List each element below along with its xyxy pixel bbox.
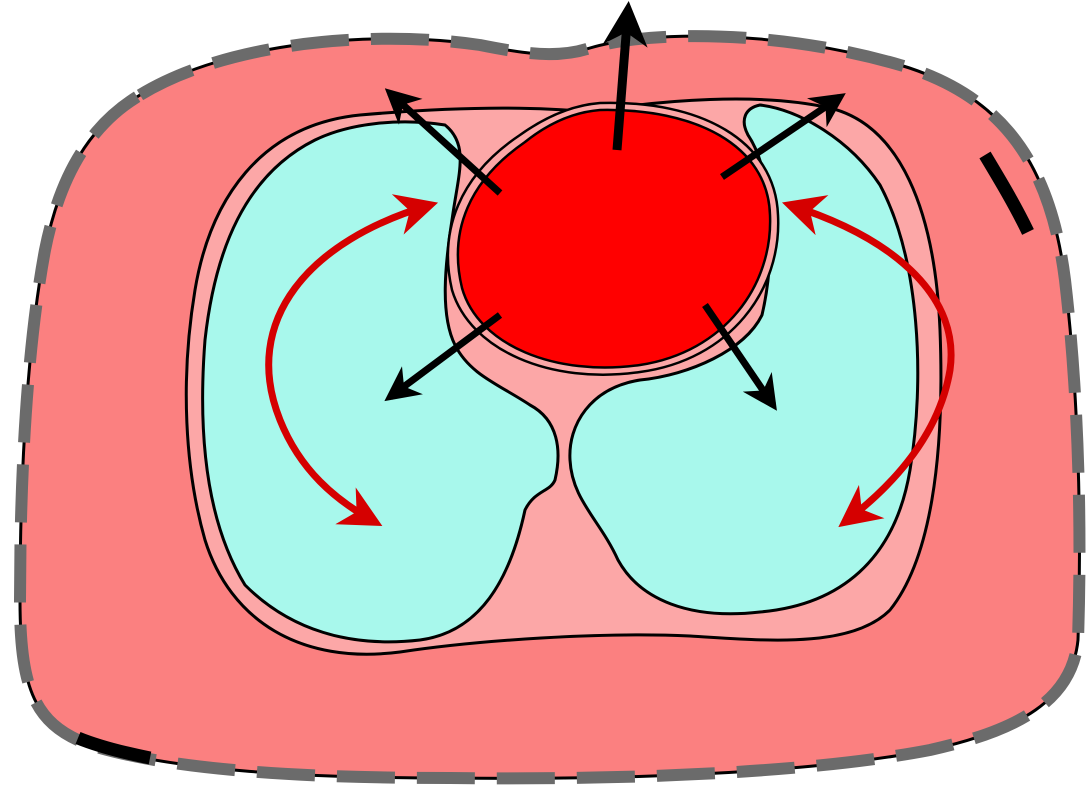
diagram-canvas — [0, 0, 1086, 786]
